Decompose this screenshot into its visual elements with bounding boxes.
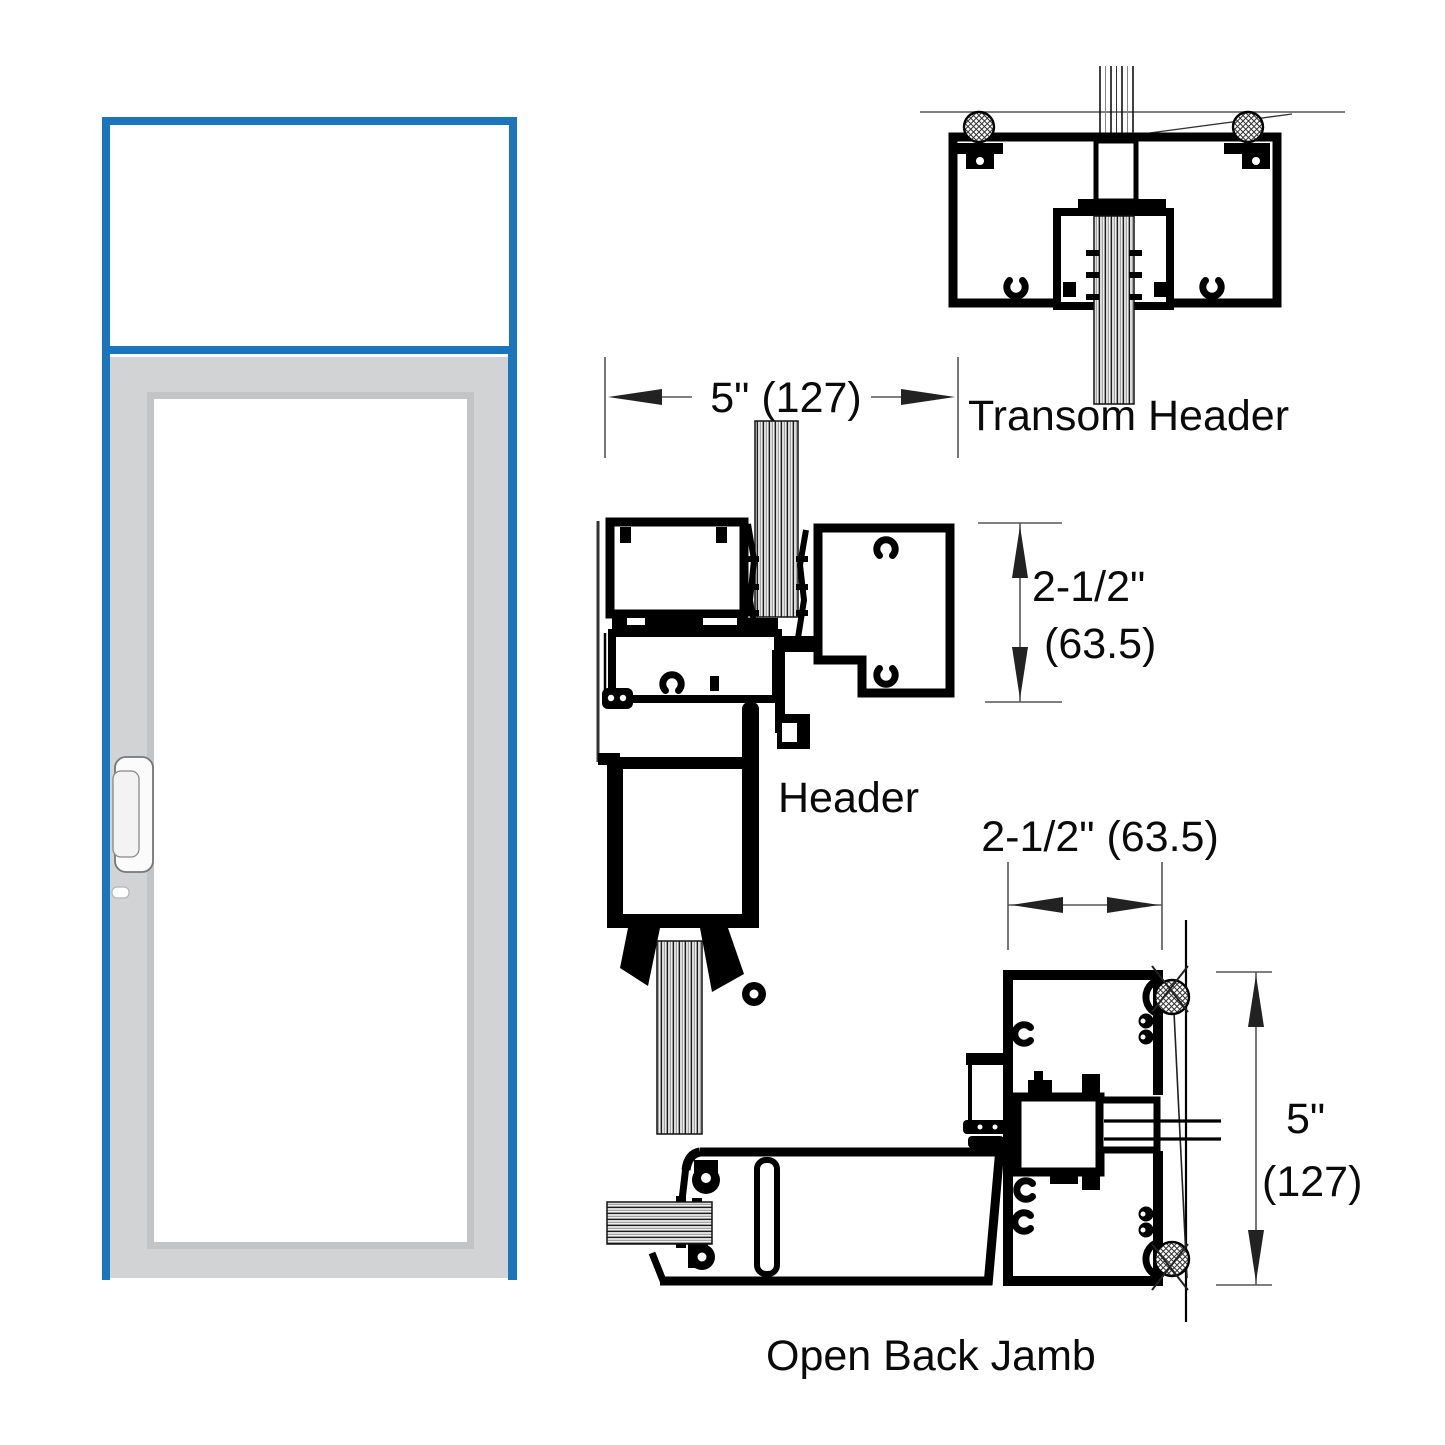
- arrow-right: [1107, 897, 1159, 913]
- weatherstrip: [602, 688, 633, 709]
- header-height-mm-text: (63.5): [1044, 620, 1156, 668]
- header-width-text: 5" (127): [710, 374, 862, 422]
- rail-divider: [754, 1157, 780, 1277]
- door-handle: [112, 756, 154, 873]
- glazing-clip: [1138, 1013, 1154, 1238]
- jamb-width-text: 2-1/2" (63.5): [981, 813, 1219, 861]
- jamb-depth-mm-text: (127): [1262, 1158, 1362, 1206]
- open-back-throat: [963, 1053, 1008, 1148]
- sight-line: [1173, 1011, 1188, 1279]
- frame-chamber: [608, 629, 782, 703]
- arrow-down: [1012, 647, 1028, 699]
- glazing-gasket: [1231, 110, 1265, 144]
- jamb-depth-dimension: 5" (127): [1216, 971, 1362, 1286]
- glass-pane: [656, 940, 703, 1135]
- arrow-up: [1012, 526, 1028, 578]
- glazing-clip: [620, 928, 660, 986]
- channel-bar: [612, 618, 778, 629]
- jamb-width-dimension: 2-1/2" (63.5): [981, 813, 1219, 950]
- glass-pane: [754, 420, 799, 618]
- header-detail: 5" (127): [596, 357, 1156, 1135]
- glazing-gasket: [1142, 965, 1191, 1291]
- transom-bar-stem: [1093, 138, 1139, 204]
- arrow-up: [1248, 975, 1264, 1027]
- glazing-clip: [700, 928, 744, 992]
- door-stile-section: [606, 1142, 1013, 1286]
- door-glass: [154, 399, 467, 1242]
- jamb-depth-text: 5": [1286, 1095, 1325, 1143]
- transom-header-detail: Transom Header: [920, 66, 1345, 440]
- lock-indicator: [111, 886, 130, 899]
- header-height-dimension: 2-1/2" (63.5): [978, 522, 1156, 703]
- header-width-dimension: 5" (127): [604, 357, 959, 458]
- clip: [620, 527, 631, 543]
- arrow-left: [1011, 897, 1063, 913]
- open-back-jamb-label: Open Back Jamb: [766, 1332, 1096, 1380]
- clip: [716, 527, 727, 543]
- glazing-clip: [957, 143, 1270, 169]
- header-label: Header: [778, 774, 919, 822]
- arrow-left: [608, 389, 662, 405]
- pivot-assembly: [1012, 1071, 1221, 1199]
- door-stop: [775, 648, 810, 749]
- frame-chamber: [813, 523, 955, 698]
- right-jamb-strip: [508, 354, 517, 1280]
- clip: [710, 676, 719, 691]
- glass-pane: [606, 1201, 713, 1245]
- arrow-right: [901, 389, 955, 405]
- pocket-teeth: [1063, 250, 1167, 300]
- glass-pane: [1093, 215, 1135, 405]
- door-top-rail: [598, 702, 766, 1135]
- header-height-text: 2-1/2": [1032, 563, 1145, 611]
- transom-glass: [110, 125, 509, 346]
- arrow-down: [1248, 1230, 1264, 1282]
- transom-header-label: Transom Header: [968, 392, 1289, 440]
- glazing-gasket: [962, 110, 996, 144]
- door-elevation: [102, 117, 517, 1280]
- left-jamb-strip: [102, 354, 110, 1280]
- open-back-jamb-detail: 2-1/2" (63.5): [606, 813, 1362, 1380]
